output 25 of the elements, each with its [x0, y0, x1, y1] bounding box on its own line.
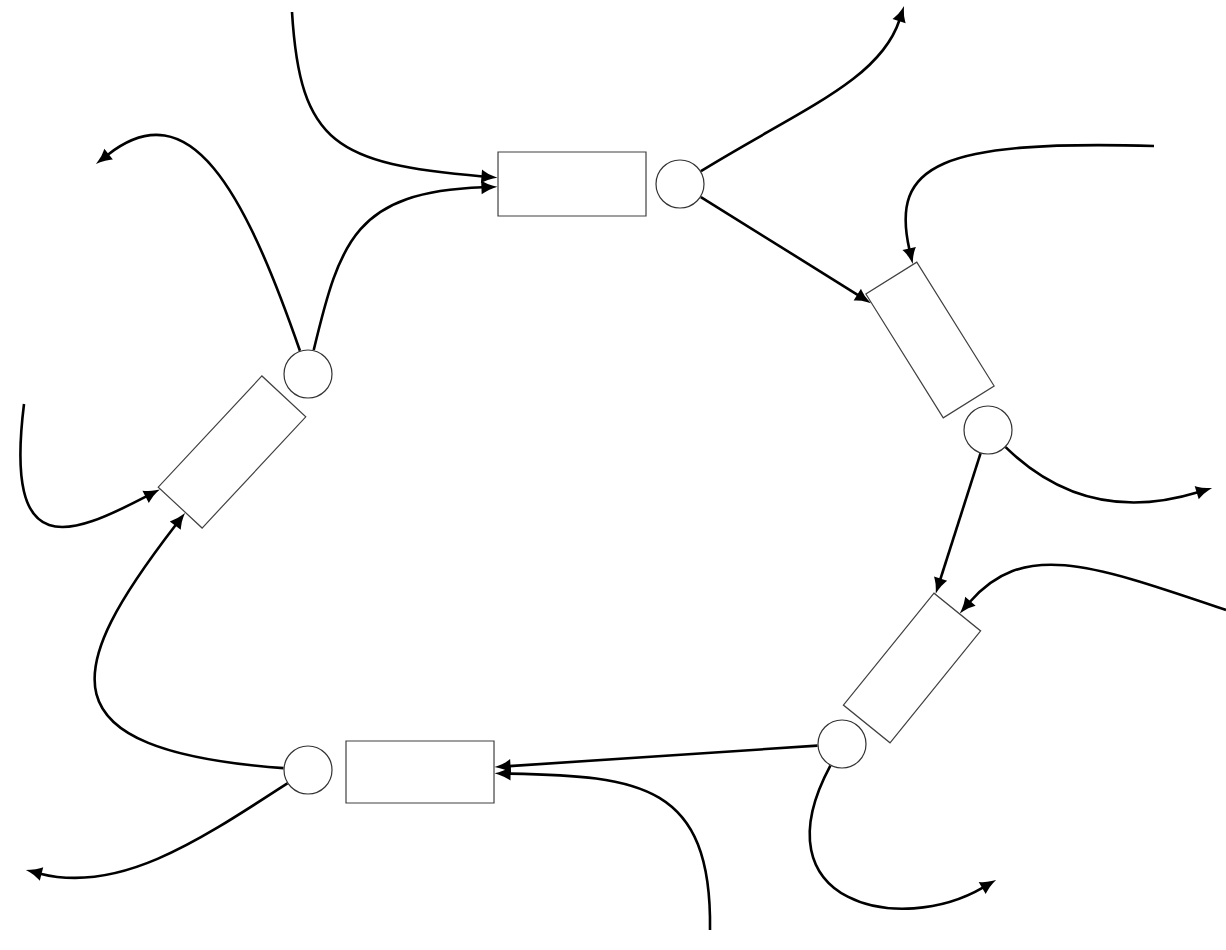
arrow [700, 195, 869, 302]
box-shape [345, 740, 495, 804]
arrow [29, 782, 289, 880]
arrow [934, 453, 982, 591]
box-shape [497, 151, 647, 217]
circle-shape [963, 405, 1013, 455]
box-shape [865, 261, 995, 419]
circle-shape [655, 159, 705, 209]
circle-shape [283, 745, 333, 795]
arrow [93, 515, 284, 770]
arrow [497, 744, 818, 772]
arrow [903, 143, 1155, 261]
circle-shape [817, 719, 867, 769]
arrow [290, 11, 495, 183]
box-shape [157, 375, 307, 529]
arrow [961, 563, 1226, 612]
box-shape [842, 592, 982, 744]
arrow [98, 134, 302, 352]
arrow [1004, 446, 1209, 504]
arrow [497, 767, 712, 931]
arrow [808, 765, 994, 910]
arrow [700, 9, 906, 173]
circle-shape [283, 349, 333, 399]
arrow [312, 181, 495, 351]
arrow [19, 403, 157, 529]
